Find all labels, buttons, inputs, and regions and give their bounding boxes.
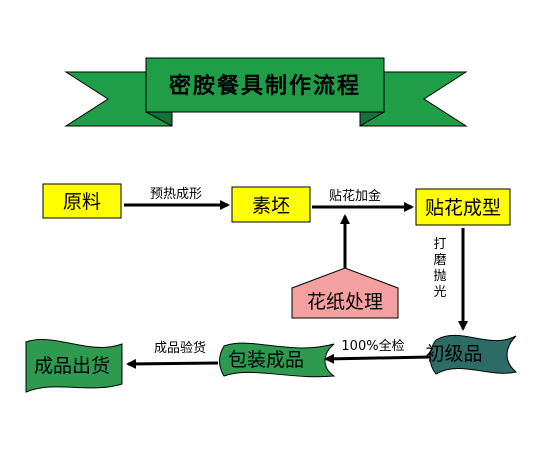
edge-grind-label-2: 磨 bbox=[433, 253, 446, 268]
banner-main bbox=[145, 57, 385, 113]
edge-final-check-label: 成品验货 bbox=[154, 340, 206, 356]
node-raw-label: 原料 bbox=[63, 191, 101, 213]
edge-decal-form-to-primary: 打 磨 抛 光 bbox=[433, 228, 468, 331]
node-packing-label: 包装成品 bbox=[228, 349, 304, 371]
page-title: 密胺餐具制作流程 bbox=[169, 73, 361, 99]
title-banner: 密胺餐具制作流程 bbox=[64, 57, 468, 127]
edge-raw-to-blank: 预热成形 bbox=[124, 187, 230, 210]
node-decal-form-label: 贴花成型 bbox=[425, 197, 501, 219]
node-packing: 包装成品 bbox=[219, 342, 336, 378]
edge-grind-label-3: 抛 bbox=[433, 269, 446, 284]
edge-grind-label-4: 光 bbox=[433, 285, 446, 300]
edge-preheat-label: 预热成形 bbox=[150, 187, 202, 202]
edge-grind-label-1: 打 bbox=[433, 237, 446, 252]
edge-blank-to-decal-form: 贴花加金 bbox=[312, 188, 414, 212]
node-decal-paper: 花纸处理 bbox=[291, 267, 399, 319]
edge-inspection-label: 100%全检 bbox=[341, 338, 404, 354]
node-decal-paper-label: 花纸处理 bbox=[307, 291, 383, 313]
node-raw: 原料 bbox=[42, 183, 122, 219]
node-decal-form: 贴花成型 bbox=[415, 188, 511, 226]
node-primary-label: 初级品 bbox=[425, 343, 482, 365]
edge-primary-to-packing: 100%全检 bbox=[324, 338, 431, 364]
edge-packing-to-shipping: 成品验货 bbox=[126, 340, 219, 369]
node-blank: 素坯 bbox=[231, 186, 311, 223]
node-shipping: 成品出货 bbox=[25, 338, 123, 393]
node-blank-label: 素坯 bbox=[252, 195, 290, 217]
edge-apply-decal-label: 贴花加金 bbox=[329, 188, 381, 204]
node-primary: 初级品 bbox=[425, 335, 518, 375]
node-shipping-label: 成品出货 bbox=[34, 355, 110, 377]
